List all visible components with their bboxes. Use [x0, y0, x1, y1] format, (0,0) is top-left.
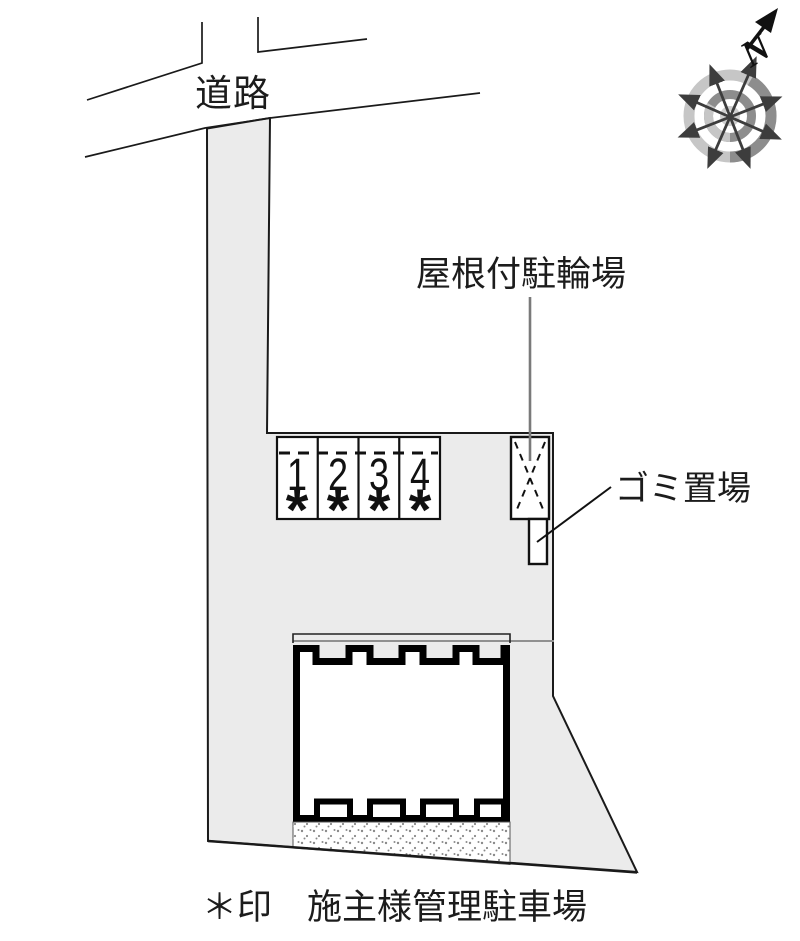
road-label: 道路	[195, 73, 271, 114]
building-top-border	[293, 645, 510, 665]
stall-mark-2: *	[326, 478, 350, 543]
compass-rose-icon: N	[677, 8, 783, 169]
stall-number-3: 3	[368, 449, 390, 500]
road-lines	[84, 17, 481, 158]
stall-number-1: 1	[286, 449, 308, 500]
garbage-area-label: ゴミ置場	[615, 470, 751, 508]
stall-number-2: 2	[327, 449, 349, 500]
parking-stalls	[275, 435, 442, 521]
road-upper-left-edge	[86, 22, 203, 101]
building-footprint	[292, 633, 511, 822]
building-top-notches	[316, 645, 504, 661]
stipple-strip	[292, 821, 511, 866]
legend-note: ＊印 施主様管理駐車場	[202, 888, 588, 927]
building-interior	[296, 645, 507, 819]
stall-mark-4: *	[408, 478, 432, 543]
bicycle-cross-dash	[514, 441, 546, 515]
north-letter: N	[733, 26, 780, 76]
stall-mark-3: *	[367, 478, 391, 543]
garbage-leader-line	[536, 486, 612, 543]
stall-number-4: 4	[409, 449, 431, 500]
parcel-bottom-boundary	[207, 839, 638, 874]
road-upper-right-edge	[257, 17, 368, 53]
road-lower-edge	[84, 92, 481, 158]
compass-arrows	[677, 56, 783, 169]
north-arrow-icon: N	[733, 8, 780, 76]
bicycle-parking-label: 屋根付駐輪場	[416, 255, 627, 294]
stall-mark-1: *	[285, 478, 309, 543]
building-eave-line	[292, 633, 511, 643]
building-bottom-notches	[314, 798, 507, 817]
